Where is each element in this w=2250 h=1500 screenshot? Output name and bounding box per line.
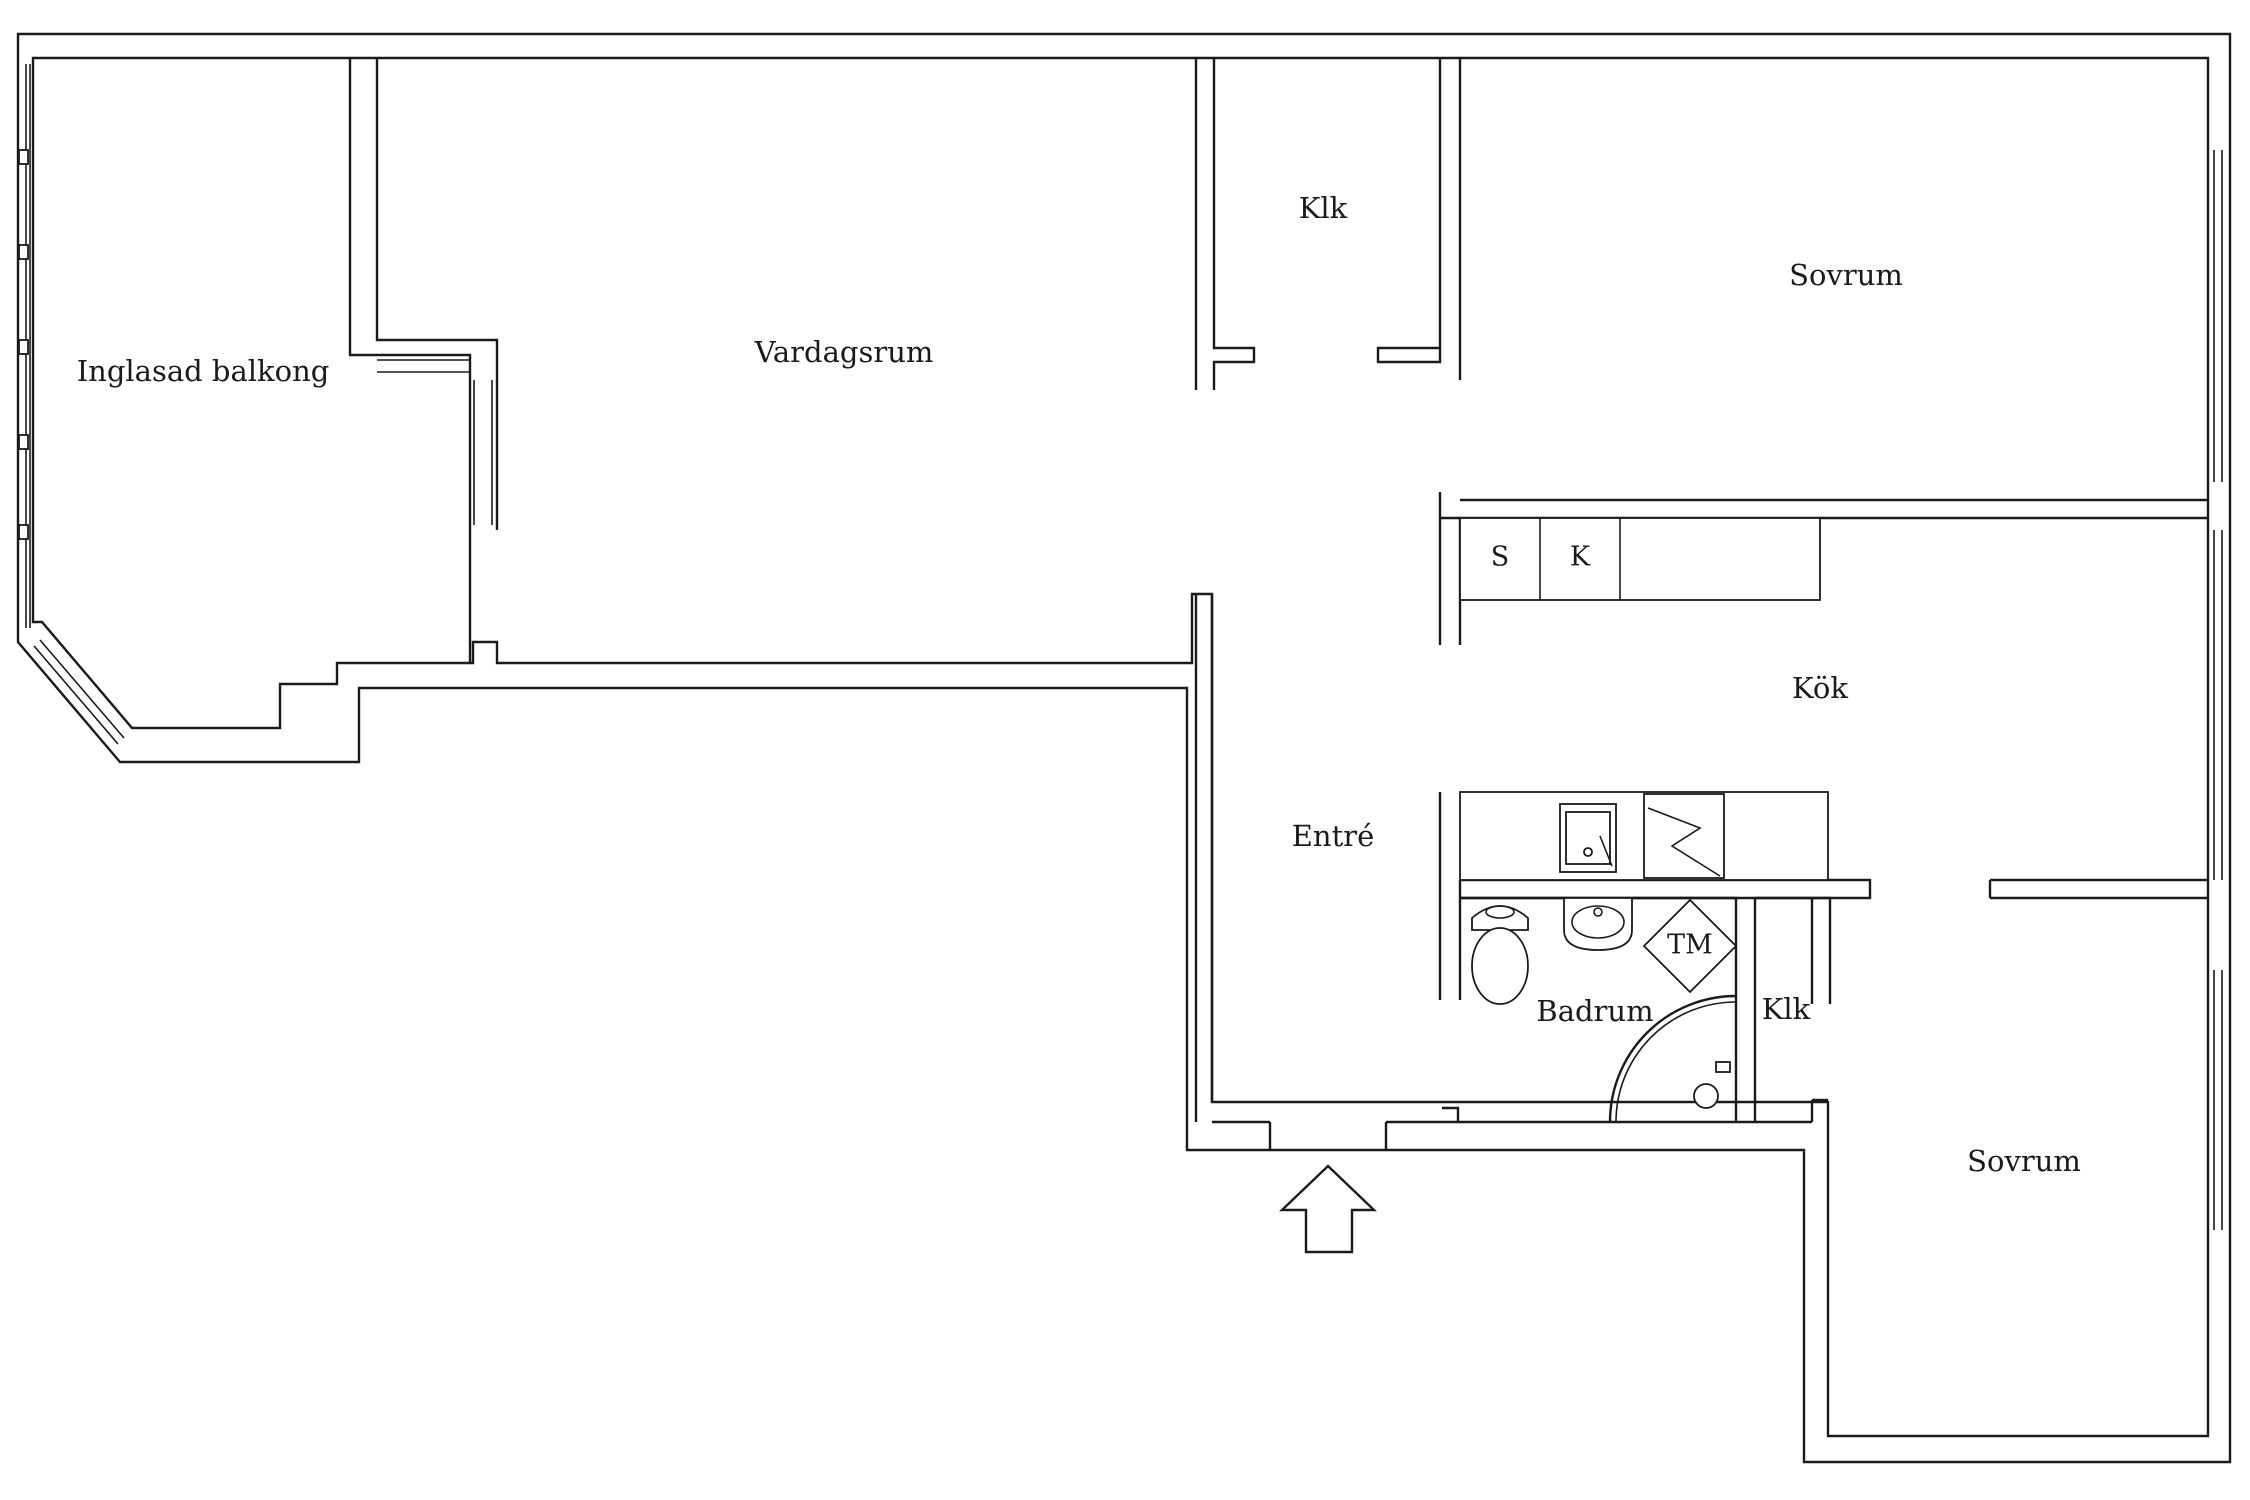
washer-label: TM (1667, 930, 1713, 961)
entrance-arrow-icon (1279, 1164, 1377, 1254)
freezer-label: K (1570, 542, 1591, 573)
room-label-bathroom: Badrum (1536, 994, 1653, 1028)
room-label-closet-bottom: Klk (1762, 992, 1811, 1026)
stove-icon (1643, 793, 1725, 879)
room-label-balcony: Inglasad balkong (77, 354, 330, 388)
room-label-bedroom-top: Sovrum (1789, 258, 1903, 292)
fridge-label: S (1491, 542, 1510, 573)
balcony-glazing (18, 64, 125, 745)
kitchen-top-counter (1459, 517, 1821, 601)
interior-walls (348, 58, 2208, 1150)
washing-machine-icon (1642, 898, 1738, 994)
shower-icon (1608, 994, 1737, 1123)
room-label-kitchen: Kök (1792, 671, 1848, 705)
outer-walls (16, 32, 2232, 1464)
room-label-living: Vardagsrum (754, 335, 934, 369)
kitchen-bottom-counter (1459, 791, 1829, 881)
washbasin-icon (1563, 897, 1633, 951)
room-label-entrance: Entré (1292, 819, 1375, 853)
bathroom-fixtures (1471, 897, 1738, 1123)
room-label-closet-top: Klk (1299, 191, 1348, 225)
room-label-bedroom-bottom: Sovrum (1967, 1144, 2081, 1178)
east-windows (2213, 150, 2223, 1230)
toilet-icon (1471, 905, 1529, 1005)
